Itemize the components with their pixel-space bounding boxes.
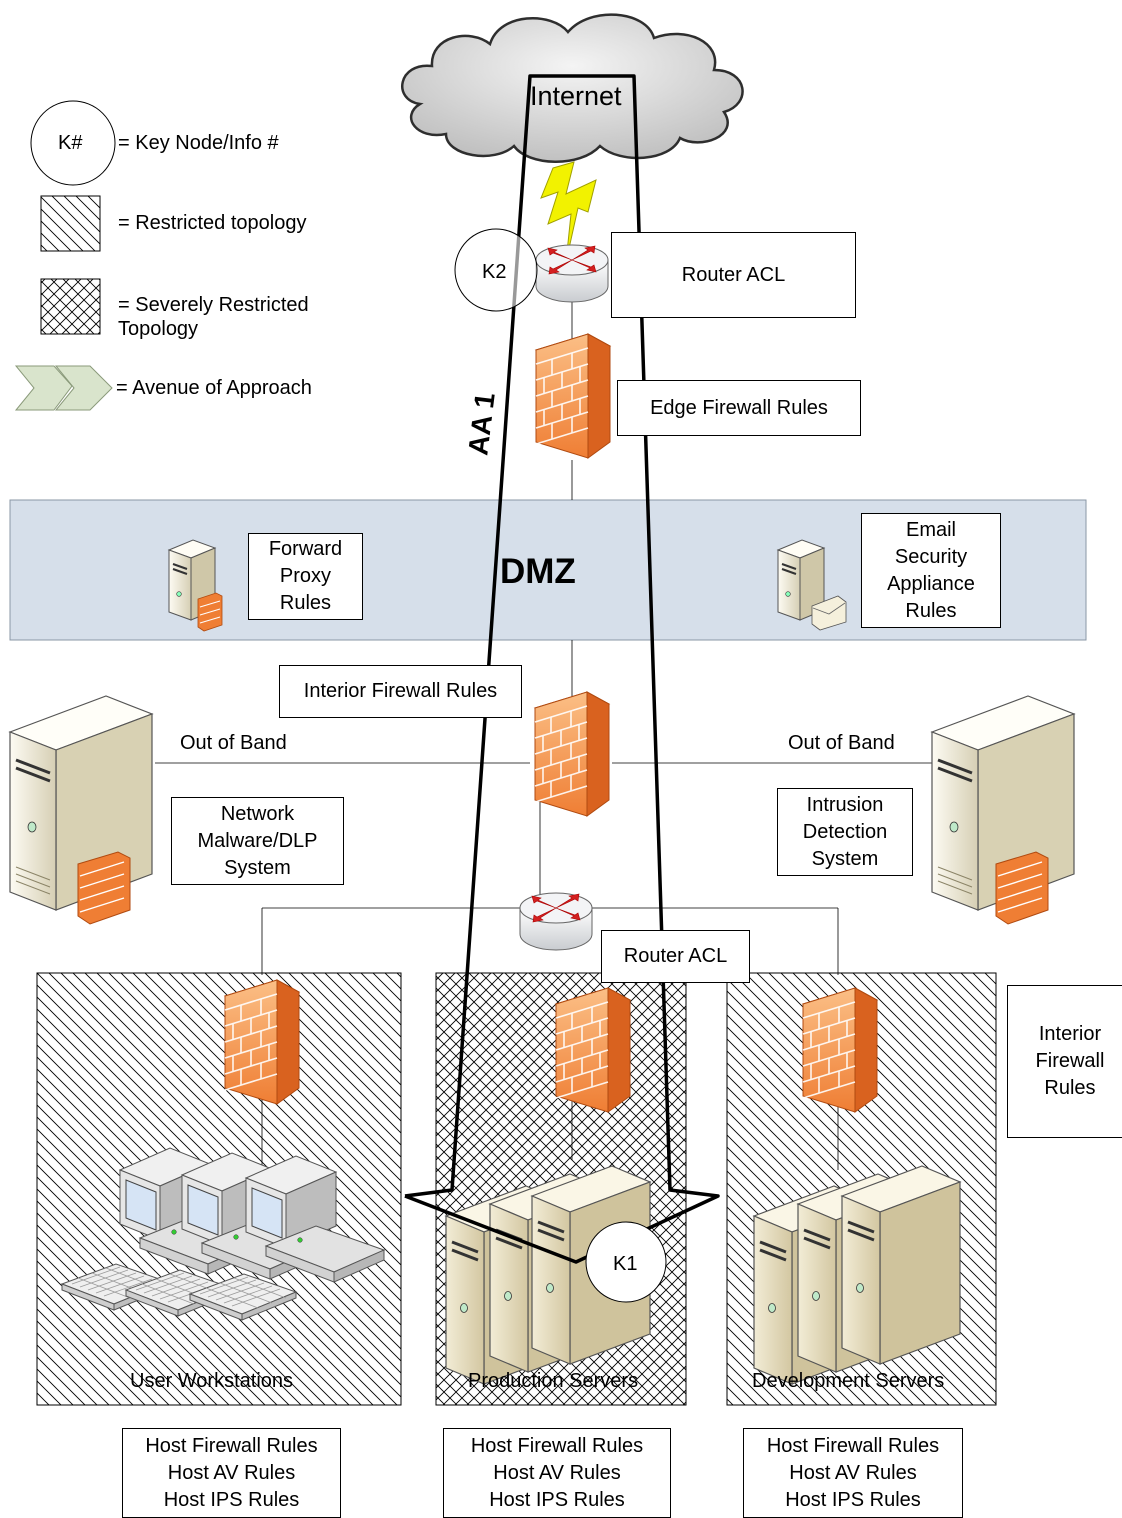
firewall-icon [535,333,611,459]
legend-restricted-swatch [40,195,101,252]
internet-label: Internet [530,81,622,111]
network-malware-dlp-box: Network Malware/DLP System [171,797,344,885]
k2-label: K2 [482,261,507,283]
key-node-k2 [454,228,538,312]
production-servers-label: Production Servers [468,1370,639,1392]
intrusion-detection-box: Intrusion Detection System [777,788,913,876]
development-servers-label: Development Servers [752,1370,945,1392]
lightning-icon [540,161,597,263]
legend-key-circle-icon [30,100,116,186]
firewall-icon [534,691,610,817]
network-links [155,300,940,975]
router-acl-bottom-box: Router ACL [601,930,750,983]
legend-severely-restricted-swatch [40,278,101,335]
firewall-icon [224,979,300,1105]
legend-severely-text: = Severely Restricted Topology [118,294,309,340]
out-of-band-right-label: Out of Band [788,732,895,754]
legend-key-text: = Key Node/Info # [118,132,279,154]
server-icon [840,1164,962,1366]
firewall-icon [802,987,878,1113]
key-node-k1 [585,1221,667,1303]
interior-firewall-right-box: Interior Firewall Rules [1007,985,1122,1138]
legend-key-symbol: K# [58,132,83,154]
legend-avenue-text: = Avenue of Approach [116,377,312,399]
out-of-band-left-label: Out of Band [180,732,287,754]
host-rules-production-box: Host Firewall Rules Host AV Rules Host I… [443,1428,671,1518]
host-rules-user-box: Host Firewall Rules Host AV Rules Host I… [122,1428,341,1518]
legend-restricted-text: = Restricted topology [118,212,307,234]
edge-firewall-rules-box: Edge Firewall Rules [617,380,861,436]
internet-cloud-icon [401,13,744,163]
user-workstations-label: User Workstations [130,1370,294,1392]
email-security-rules-box: Email Security Appliance Rules [861,513,1001,628]
router-icon [535,244,609,303]
forward-proxy-rules-box: Forward Proxy Rules [248,533,363,620]
dmz-label: DMZ [500,552,576,591]
k1-label: K1 [613,1253,638,1275]
host-rules-development-box: Host Firewall Rules Host AV Rules Host I… [743,1428,963,1518]
legend-avenue-arrow-icon [14,365,73,411]
interior-firewall-rules-box: Interior Firewall Rules [279,665,522,718]
router-icon [519,892,593,951]
firewall-icon [555,987,631,1113]
router-acl-top-box: Router ACL [611,232,856,318]
